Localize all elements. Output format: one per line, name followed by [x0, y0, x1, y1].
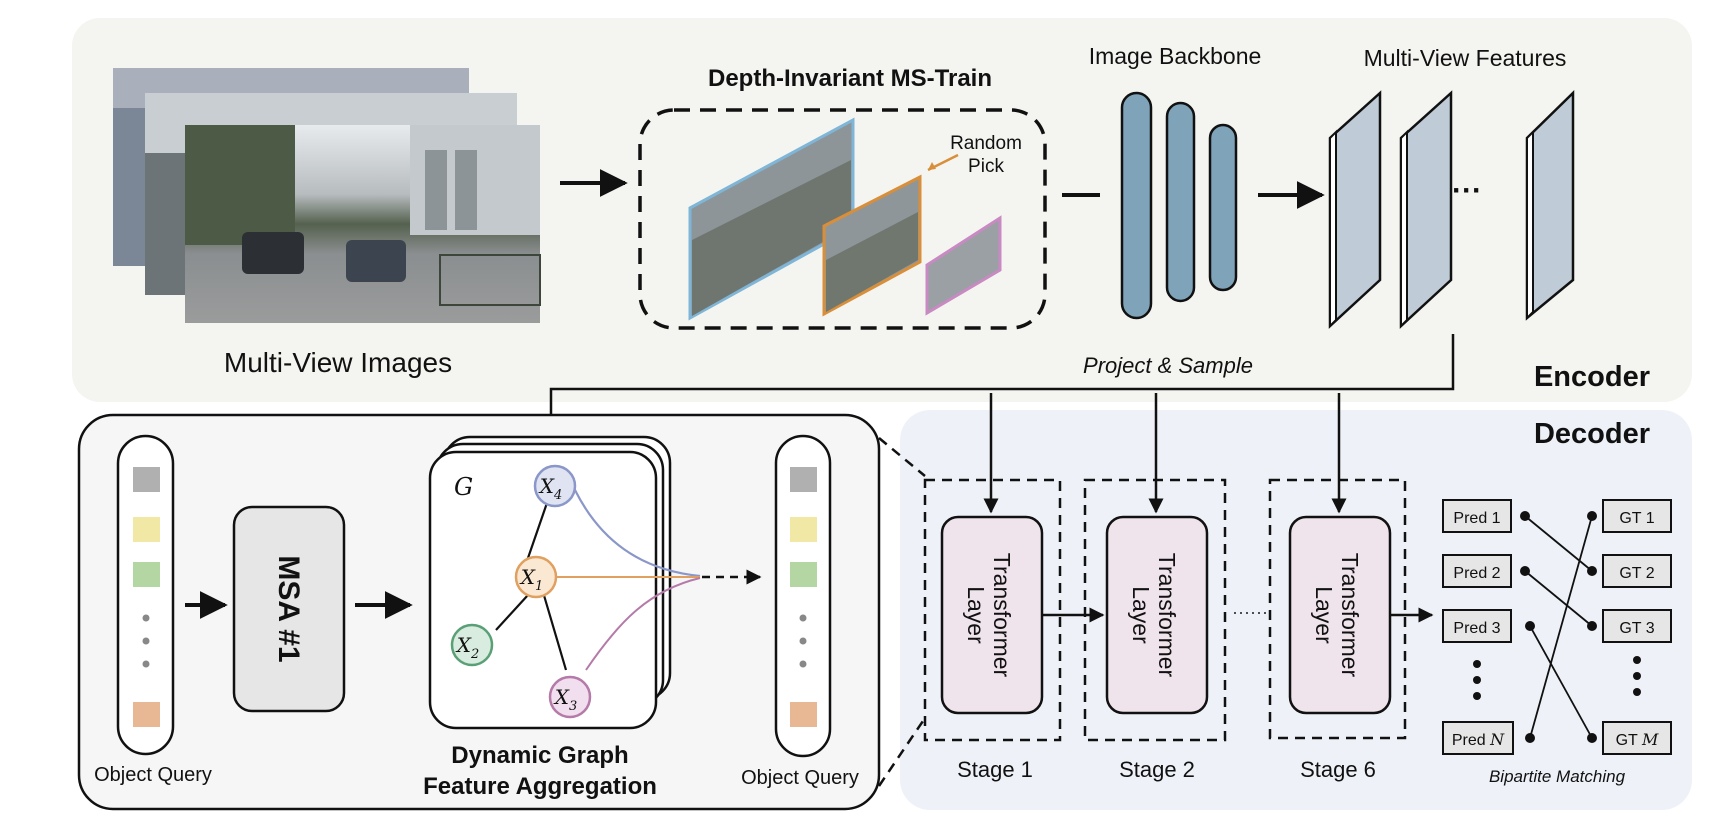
ms-train-title: Depth-Invariant MS-Train	[708, 65, 992, 92]
stage-1-box	[923, 478, 1062, 742]
svg-text:GT 1: GT 1	[1619, 510, 1654, 527]
graph-label: G	[454, 473, 473, 501]
encoder-label: Encoder	[1534, 361, 1650, 393]
scaled-image-small	[925, 215, 1002, 316]
project-sample-line	[543, 334, 1455, 434]
node-x4: X4	[533, 464, 577, 508]
random-pick-label-line2: Pick	[968, 156, 1004, 177]
object-query-left	[116, 434, 175, 756]
feature-map-2	[1399, 90, 1453, 329]
pred-box-2: Pred 2	[1442, 554, 1512, 588]
edge-x1-x3	[541, 591, 568, 671]
msa-block	[232, 505, 346, 713]
gt-box-2: GT 2	[1602, 554, 1672, 588]
ms-train-box	[638, 108, 1047, 330]
svg-text:X1: X1	[519, 565, 544, 594]
gt-ellipsis-dot	[1633, 672, 1641, 680]
transformer-layer-1-label: TransformerLayer	[963, 553, 1015, 678]
zoom-line-bottom	[877, 717, 927, 787]
multi-view-images-label: Multi-View Images	[224, 347, 452, 378]
project-sample-label: Project & Sample	[1083, 353, 1253, 378]
object-query-left-label: Object Query	[94, 764, 212, 786]
transformer-layer-2	[1105, 515, 1209, 715]
multi-view-features-label: Multi-View Features	[1364, 45, 1567, 71]
matching-lines	[1520, 511, 1597, 743]
pred-box-1: Pred 1	[1442, 499, 1512, 533]
object-query-right-label: Object Query	[741, 767, 859, 789]
stage-1-label: Stage 1	[957, 757, 1033, 782]
image-backbone-label: Image Backbone	[1089, 43, 1262, 69]
gt-ellipsis-dot	[1633, 688, 1641, 696]
gt-box-3: GT 3	[1602, 609, 1672, 643]
stage-6-label: Stage 6	[1300, 757, 1376, 782]
pred-ellipsis-dot	[1473, 692, 1481, 700]
svg-text:X2: X2	[455, 633, 480, 662]
msa-label: MSA #1	[272, 555, 305, 662]
dgfa-label-line1: Dynamic Graph	[451, 742, 628, 769]
random-pick-pointer-head	[928, 162, 936, 170]
edge-x4-x1	[526, 499, 550, 559]
stage-6-box	[1268, 478, 1407, 740]
edge-x1-x2	[495, 594, 529, 631]
svg-text:Pred 1: Pred 1	[1453, 510, 1500, 527]
node-x2: X2	[450, 623, 494, 667]
scaled-image-medium	[822, 174, 922, 317]
pred-ellipsis-dot	[1473, 676, 1481, 684]
feature-map-3	[1525, 90, 1575, 321]
transformer-layer-6-label: TransformerLayer	[1311, 553, 1363, 678]
features-ellipsis: ···	[1452, 174, 1482, 207]
dgfa-label-line2: Feature Aggregation	[423, 773, 657, 800]
feature-map-1	[1328, 90, 1382, 329]
svg-text:Pred 2: Pred 2	[1453, 565, 1500, 582]
stage-ellipsis: ······	[1232, 602, 1268, 622]
object-query-right	[774, 434, 832, 758]
svg-text:GT 2: GT 2	[1619, 565, 1654, 582]
pred-ellipsis-dot	[1473, 660, 1481, 668]
backbone-layer-1	[1120, 91, 1153, 320]
bipartite-matching-label: Bipartite Matching	[1489, 767, 1626, 786]
backbone-layer-3	[1208, 123, 1238, 292]
edge-x4-out	[574, 489, 701, 578]
svg-text:GT 3: GT 3	[1619, 620, 1654, 637]
transformer-layer-2-label: TransformerLayer	[1128, 553, 1180, 678]
stage-2-label: Stage 2	[1119, 757, 1195, 782]
decoder-label: Decoder	[1534, 418, 1650, 450]
svg-text:GT M: GT M	[1616, 730, 1659, 749]
svg-text:Pred N: Pred N	[1452, 730, 1505, 749]
pred-box-n: Pred N	[1442, 721, 1514, 755]
gt-ellipsis-dot	[1633, 656, 1641, 664]
zoom-line-top	[878, 437, 926, 477]
gt-box-m: GT M	[1602, 721, 1672, 755]
edge-x3-out	[585, 577, 701, 671]
random-pick-label-line1: Random	[950, 133, 1022, 154]
multi-view-images	[113, 68, 541, 323]
svg-text:X3: X3	[553, 685, 578, 714]
backbone-layer-2	[1165, 101, 1196, 303]
pred-box-3: Pred 3	[1442, 609, 1512, 643]
svg-text:X4: X4	[538, 474, 563, 503]
node-x1: X1	[514, 555, 558, 599]
svg-text:Pred 3: Pred 3	[1453, 620, 1500, 637]
gt-box-1: GT 1	[1602, 499, 1672, 533]
node-x3: X3	[548, 675, 592, 719]
